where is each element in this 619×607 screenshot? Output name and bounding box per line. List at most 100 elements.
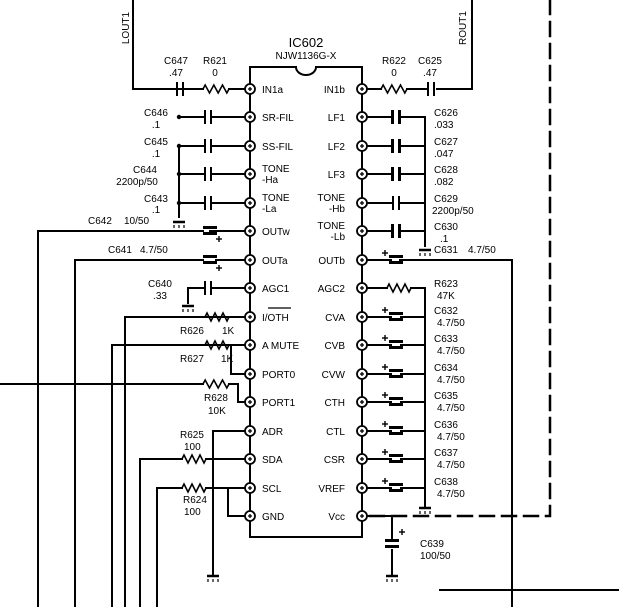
- wire: [228, 383, 246, 403]
- capacitor-c637: [389, 454, 403, 463]
- value-c645: .1: [152, 149, 161, 160]
- junction-dot: [176, 143, 182, 149]
- outb-wire: [399, 259, 513, 607]
- ic-pin-label: SDA: [262, 455, 283, 466]
- ic-pin-right: [356, 396, 368, 408]
- value-r627: 1K: [221, 354, 234, 365]
- ic-pin-label: I/OTH: [262, 313, 289, 324]
- capacitor-c645: [204, 139, 212, 153]
- lout1-label: LOUT1: [121, 11, 132, 44]
- label-c629: C629: [434, 194, 458, 205]
- ground-c640: [182, 304, 194, 312]
- capacitor-c628: [391, 167, 401, 181]
- resistor-r622: [380, 83, 408, 95]
- ground-left-filter: [173, 220, 185, 228]
- value-c639: 100/50: [420, 551, 451, 562]
- ic-pin-label: VREF: [318, 484, 345, 495]
- value-c633: 4.7/50: [437, 346, 465, 357]
- rout1-wire: [436, 0, 473, 90]
- ic-pin-right: [356, 425, 368, 437]
- capacitor-c625: [427, 82, 435, 96]
- label-c625: C625: [418, 56, 442, 67]
- ground-right-filter: [419, 248, 431, 256]
- plus-c634: [382, 364, 388, 370]
- value-c642: 10/50: [124, 216, 149, 227]
- label-r627: R627: [180, 354, 204, 365]
- value-c628: .082: [434, 177, 454, 188]
- label-c635: C635: [434, 391, 458, 402]
- label-r622: R622: [382, 56, 406, 67]
- value-r625: 100: [184, 442, 201, 453]
- label-c640: C640: [148, 279, 172, 290]
- label-r625: R625: [180, 430, 204, 441]
- ic-pin-label: LF2: [328, 142, 346, 153]
- label-c626: C626: [434, 108, 458, 119]
- ic-pin-left: [244, 225, 256, 237]
- label-c646: C646: [144, 108, 168, 119]
- value-c630: .1: [440, 234, 449, 245]
- label-r626: R626: [180, 326, 204, 337]
- label-c633: C633: [434, 334, 458, 345]
- ic-pin-label: A MUTE: [262, 341, 300, 352]
- capacitor-c640: [204, 281, 212, 295]
- ic-pin-left: [244, 168, 256, 180]
- adr-wire: [212, 430, 246, 575]
- label-r621: R621: [203, 56, 227, 67]
- outa-wire: [74, 259, 204, 607]
- amute-wire: [111, 344, 246, 607]
- ic-pin-label: TONE-Ha: [262, 164, 290, 186]
- label-c638: C638: [434, 477, 458, 488]
- ic-pin-label: TONE-Lb: [317, 221, 345, 243]
- ic-pin-label: CVW: [322, 370, 346, 381]
- label-c644: C644: [133, 165, 157, 176]
- ic-pin-right: [356, 368, 368, 380]
- label-c630: C630: [434, 222, 458, 233]
- ic-pin-label: AGC2: [318, 284, 346, 295]
- rout1-label: ROUT1: [458, 11, 469, 45]
- outw-wire: [37, 230, 204, 607]
- ic-pin-left: [244, 425, 256, 437]
- ic-pin-right: [356, 111, 368, 123]
- ic-pin-label: OUTb: [318, 256, 345, 267]
- capacitor-c626: [391, 110, 401, 124]
- lout1-wire: [132, 0, 195, 90]
- ic-pin-right: [356, 339, 368, 351]
- value-c631: 4.7/50: [468, 245, 496, 256]
- ic-pin-label: CTL: [326, 427, 345, 438]
- ic-pin-left: [244, 111, 256, 123]
- capacitor-c627: [391, 139, 401, 153]
- ic-pin-label: CVA: [325, 313, 345, 324]
- ic-part-number: NJW1136G-X: [276, 51, 337, 62]
- ic-pin-left: [244, 254, 256, 266]
- ic-pin-label: CTH: [324, 398, 345, 409]
- capacitor-c632: [389, 312, 403, 321]
- ic-pin-left: [244, 282, 256, 294]
- ic-pin-right: [356, 282, 368, 294]
- ic-pin-label: PORT0: [262, 370, 296, 381]
- ic-pin-label: IN1a: [262, 85, 284, 96]
- value-c643: .1: [152, 205, 161, 216]
- capacitor-c644: [204, 167, 212, 181]
- label-c642: C642: [88, 216, 112, 227]
- capacitor-c633: [389, 340, 403, 349]
- capacitor-c641: [203, 255, 217, 264]
- resistor-r624: [181, 482, 207, 494]
- ic-pin-right: [356, 510, 368, 522]
- supply-dashed-wire: [368, 0, 552, 518]
- ic-pin-left: [244, 396, 256, 408]
- capacitor-c631: [389, 255, 403, 264]
- ic-pin-right: [356, 168, 368, 180]
- plus-c639: [399, 529, 405, 535]
- capacitor-c642: [203, 226, 217, 235]
- wire: [187, 287, 204, 304]
- ic-pin-label: AGC1: [262, 284, 290, 295]
- ic-pin-label: SS-FIL: [262, 142, 294, 153]
- plus-c638: [382, 478, 388, 484]
- capacitor-c638: [389, 483, 403, 492]
- ic-pin-label: TONE-Hb: [317, 193, 345, 215]
- value-c638: 4.7/50: [437, 489, 465, 500]
- ic-pin-right: [356, 197, 368, 209]
- label-c636: C636: [434, 420, 458, 431]
- label-c632: C632: [434, 306, 458, 317]
- resistor-r621: [202, 83, 230, 95]
